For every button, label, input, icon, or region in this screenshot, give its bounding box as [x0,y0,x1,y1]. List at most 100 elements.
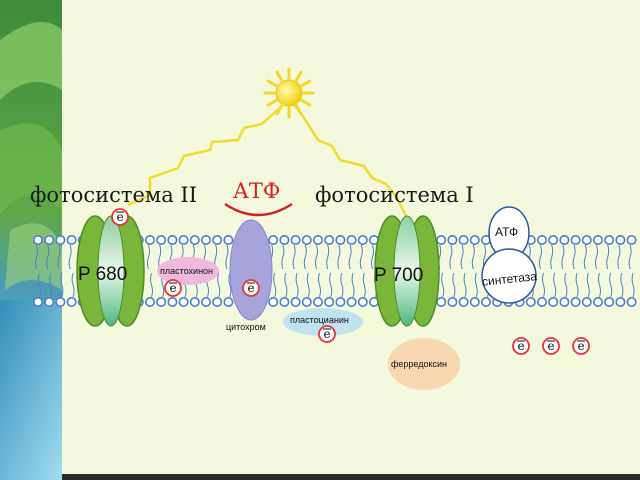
lipid-head [615,235,626,246]
lipid-head [559,296,570,307]
lipid-head [32,296,43,307]
ferredoxin-label: ферредоксин [391,359,447,369]
lipid-head [570,235,581,246]
lipid-tail [158,244,162,270]
lipid-head [301,235,312,246]
lipid-tail [474,272,478,298]
electron-label: e [169,281,176,295]
lipid-head [536,296,547,307]
lipid-head [312,296,323,307]
lipid-tail [68,244,72,270]
lipid-tail [326,244,330,270]
lipid-head [525,296,536,307]
lipid-head [55,235,66,246]
lipid-head [201,296,212,307]
lipid-tail [284,272,288,298]
light-ray-to-ps2 [127,103,285,207]
lipid-tail [348,244,352,270]
lipid-tail [35,244,38,270]
sun-ray [300,99,312,107]
lipid-head [156,235,167,246]
electron-icon: e [242,279,260,297]
lipid-head [604,235,615,246]
lipid-head [604,296,615,307]
lipid-tail [617,244,621,270]
lipid-head [559,235,570,246]
lipid-tail [60,272,64,298]
lipid-head [592,235,603,246]
lipid-head [55,296,66,307]
lipid-tail [371,244,374,270]
light-ray-to-ps1 [292,103,409,219]
sun-ray [295,70,303,82]
electron-label: e [323,327,330,341]
lipid-tail [553,272,557,298]
lipid-tail [595,244,598,270]
lipid-tail [38,272,41,298]
ferredoxin-carrier [388,338,460,390]
sun-ray [266,99,278,107]
lipid-head [570,296,581,307]
lipid-tail [337,244,341,270]
lipid-head [44,296,55,307]
electron-label: e [517,339,524,353]
atp-arc [224,202,293,217]
lipid-tail [295,272,299,298]
lipid-head [178,235,189,246]
lipid-head [268,235,279,246]
lipid-head [469,235,480,246]
electron-label: e [116,210,123,224]
electron-label: e [547,339,554,353]
lipid-head [548,296,559,307]
lipid-tail [539,244,542,270]
lipid-head [469,296,480,307]
sun-icon [263,67,315,119]
electron-icon: e [164,279,182,297]
lipid-tail [598,272,601,298]
lipid-head [156,296,167,307]
lipid-tail [292,244,296,270]
sun-ray [275,70,283,82]
lipid-tail [628,244,632,270]
lipid-head [66,296,77,307]
bottom-strip [62,474,640,480]
lipid-tail [620,272,624,298]
lipid-head [66,235,77,246]
lipid-tail [71,272,75,298]
lipid-head [357,235,368,246]
lipid-head [145,296,156,307]
lipid-head [480,296,491,307]
lipid-tail [150,272,153,298]
lipid-tail [572,244,576,270]
electron-icon: e [512,337,530,355]
lipid-head [548,235,559,246]
lipid-head [290,235,301,246]
lipid-tail [449,244,453,270]
electrons: e e e e e e e [111,208,590,355]
lipid-tail [452,272,456,298]
electron-label: e [247,281,254,295]
lipid-tail [329,272,333,298]
electron-label: e [577,339,584,353]
electron-icon: e [572,337,590,355]
photosystem-2-label: фотосистема II [30,183,197,207]
lipid-tail [463,272,467,298]
electron-icon: e [318,325,336,343]
lipid-head [447,235,458,246]
lipid-tail [46,244,50,270]
lipid-head [626,296,637,307]
lipid-tail [362,272,366,298]
lipid-head [301,296,312,307]
lipid-head [335,235,346,246]
lipid-head [290,296,301,307]
lipid-head [346,235,357,246]
lipid-head [581,296,592,307]
lipid-tail [583,244,587,270]
lipid-head [212,296,223,307]
lipid-head [145,235,156,246]
lipid-tail [471,244,475,270]
plastoquinone-label: пластохинон [160,266,213,276]
photosystem-1-label: фотосистема I [315,183,474,207]
lipid-head [592,296,603,307]
